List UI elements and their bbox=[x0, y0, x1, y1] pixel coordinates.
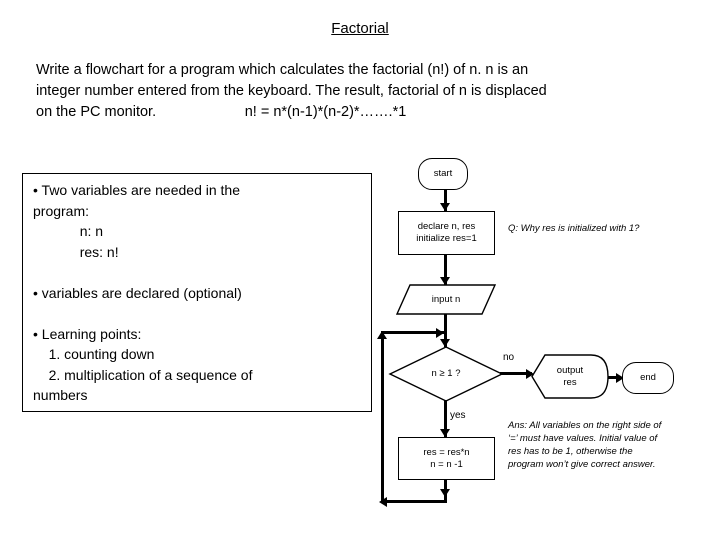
arrowhead-declare-to-input bbox=[440, 277, 450, 285]
flow-node-body-label: res = res*n n = n -1 bbox=[423, 446, 470, 470]
flow-node-decision: n ≥ 1 ? bbox=[389, 346, 503, 402]
flow-node-end-label: end bbox=[640, 372, 656, 383]
arrowhead-start-to-declare bbox=[440, 203, 450, 211]
intro-paragraph: Write a flowchart for a program which ca… bbox=[36, 62, 547, 120]
page-title: Factorial bbox=[331, 20, 389, 37]
arrowhead-loop-top-right bbox=[436, 328, 444, 338]
flow-node-output: output res bbox=[531, 354, 609, 399]
arrowhead-body-down bbox=[440, 489, 450, 497]
edge-label-no: no bbox=[503, 352, 515, 363]
connector-input-to-decision bbox=[444, 314, 447, 347]
flow-node-decision-label: n ≥ 1 ? bbox=[431, 368, 461, 379]
answer-note: Ans: All variables on the right side of … bbox=[508, 420, 662, 470]
arrowhead-decision-to-body bbox=[440, 429, 450, 437]
arrowhead-output-to-end bbox=[616, 373, 624, 383]
connector-declare-to-input bbox=[444, 255, 447, 285]
flow-node-end: end bbox=[622, 362, 674, 394]
connector-decision-to-body bbox=[444, 400, 447, 438]
connector-start-to-declare bbox=[444, 190, 447, 211]
flow-node-declare-label: declare n, res initialize res=1 bbox=[416, 221, 477, 244]
flow-node-input-shape bbox=[395, 284, 497, 315]
flow-node-output-shape bbox=[531, 354, 609, 399]
connector-loop-top bbox=[381, 331, 447, 334]
question-note: Q: Why res is initialized with 1? bbox=[508, 223, 640, 234]
flow-node-output-label: output res bbox=[556, 364, 584, 388]
arrowhead-input-to-decision bbox=[440, 339, 450, 347]
notes-text: • Two variables are needed in the progra… bbox=[33, 182, 253, 403]
flow-node-body: res = res*n n = n -1 bbox=[398, 437, 495, 480]
connector-decision-to-output bbox=[500, 372, 532, 375]
flow-node-input-label: input n bbox=[431, 293, 461, 305]
flow-node-start-label: start bbox=[433, 168, 453, 179]
flow-node-input: input n bbox=[396, 284, 496, 315]
connector-loop-bottom bbox=[382, 500, 447, 503]
notes-box: • Two variables are needed in the progra… bbox=[22, 173, 372, 412]
edge-label-yes: yes bbox=[450, 410, 466, 421]
arrowhead-decision-to-output bbox=[526, 369, 534, 379]
flow-node-declare: declare n, res initialize res=1 bbox=[398, 211, 495, 255]
connector-loop-left bbox=[381, 331, 384, 503]
flow-node-start: start bbox=[418, 158, 468, 190]
arrowhead-loop-left-up bbox=[377, 331, 387, 339]
connector-output-to-end bbox=[608, 376, 620, 379]
